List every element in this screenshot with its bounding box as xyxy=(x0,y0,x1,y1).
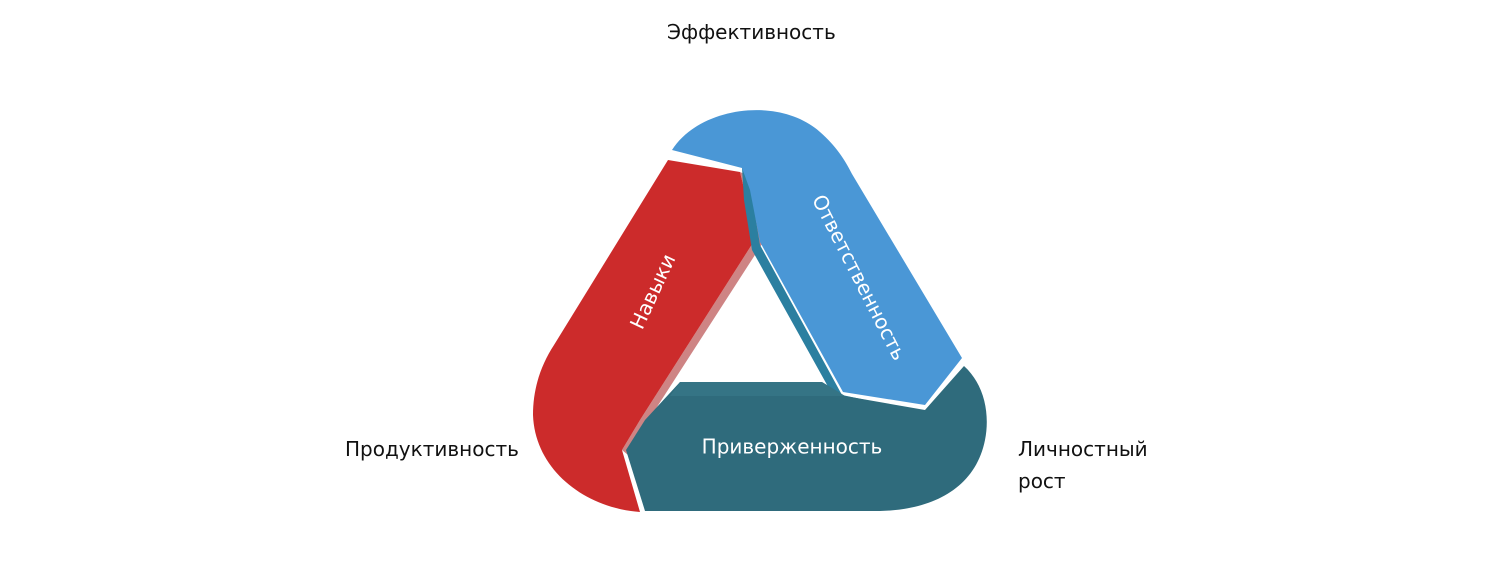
segment-responsibility-shape xyxy=(672,110,962,405)
segment-responsibility-shade xyxy=(742,168,924,418)
segment-skills-shape xyxy=(533,160,756,512)
segment-commitment-shape xyxy=(626,366,987,511)
label-personal-growth-line2: рост xyxy=(1018,469,1066,493)
segment-commitment-top-facet xyxy=(670,382,845,396)
segment-commitment xyxy=(626,366,987,511)
segment-commitment-label: Приверженность xyxy=(702,435,883,459)
label-personal-growth-line1: Личностный xyxy=(1018,437,1148,461)
label-personal-growth: Личностный рост xyxy=(1018,433,1178,497)
label-productivity: Продуктивность xyxy=(345,437,519,461)
segment-responsibility xyxy=(672,110,962,418)
label-efficiency: Эффективность xyxy=(667,20,836,44)
